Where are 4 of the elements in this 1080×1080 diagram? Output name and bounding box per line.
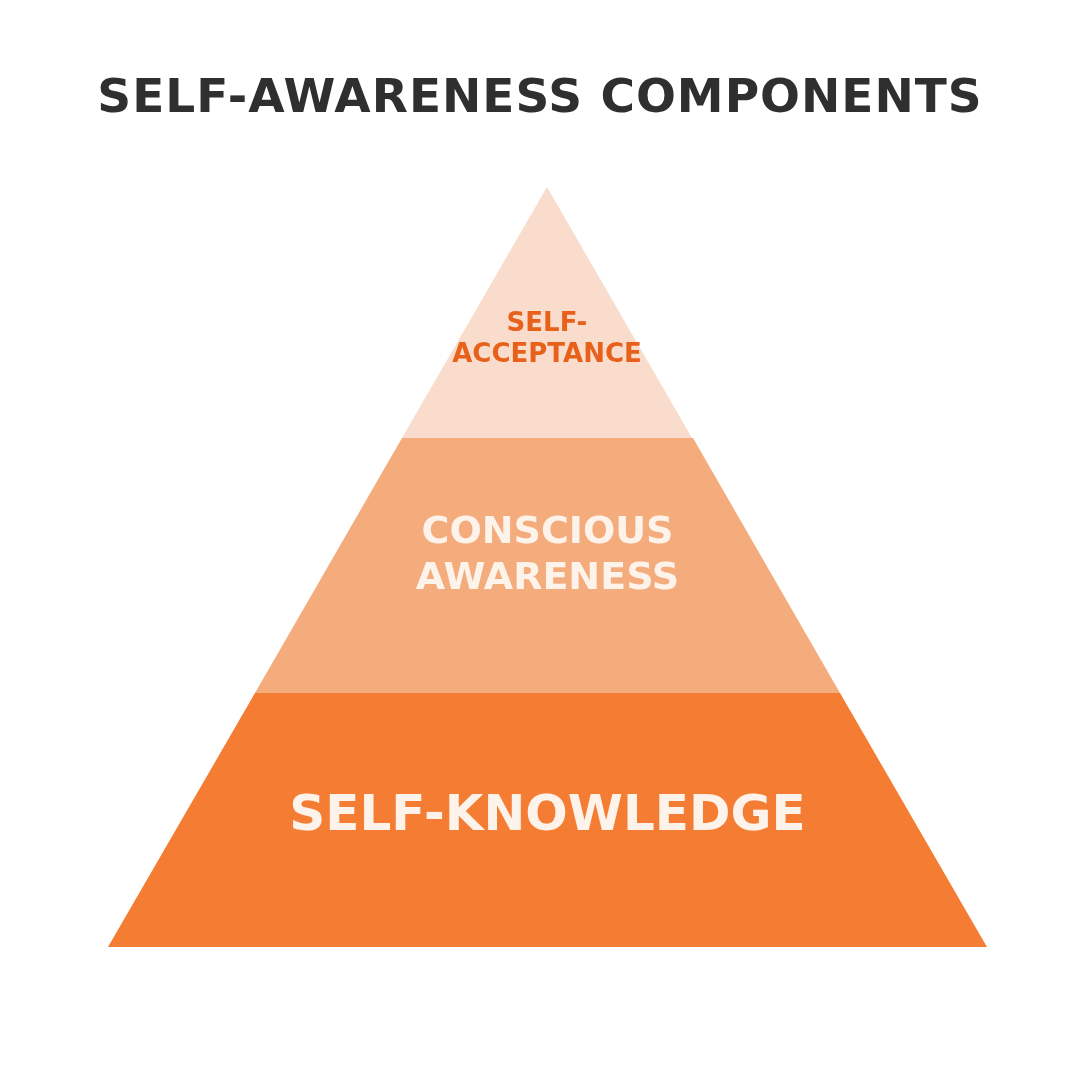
tier-label: SELF-ACCEPTANCE <box>451 307 643 370</box>
tier-label: CONSCIOUS AWARENESS <box>414 508 681 600</box>
title: SELF-AWARENESS COMPONENTS <box>96 68 984 123</box>
tier-label: SELF-KNOWLEDGE <box>288 783 807 843</box>
